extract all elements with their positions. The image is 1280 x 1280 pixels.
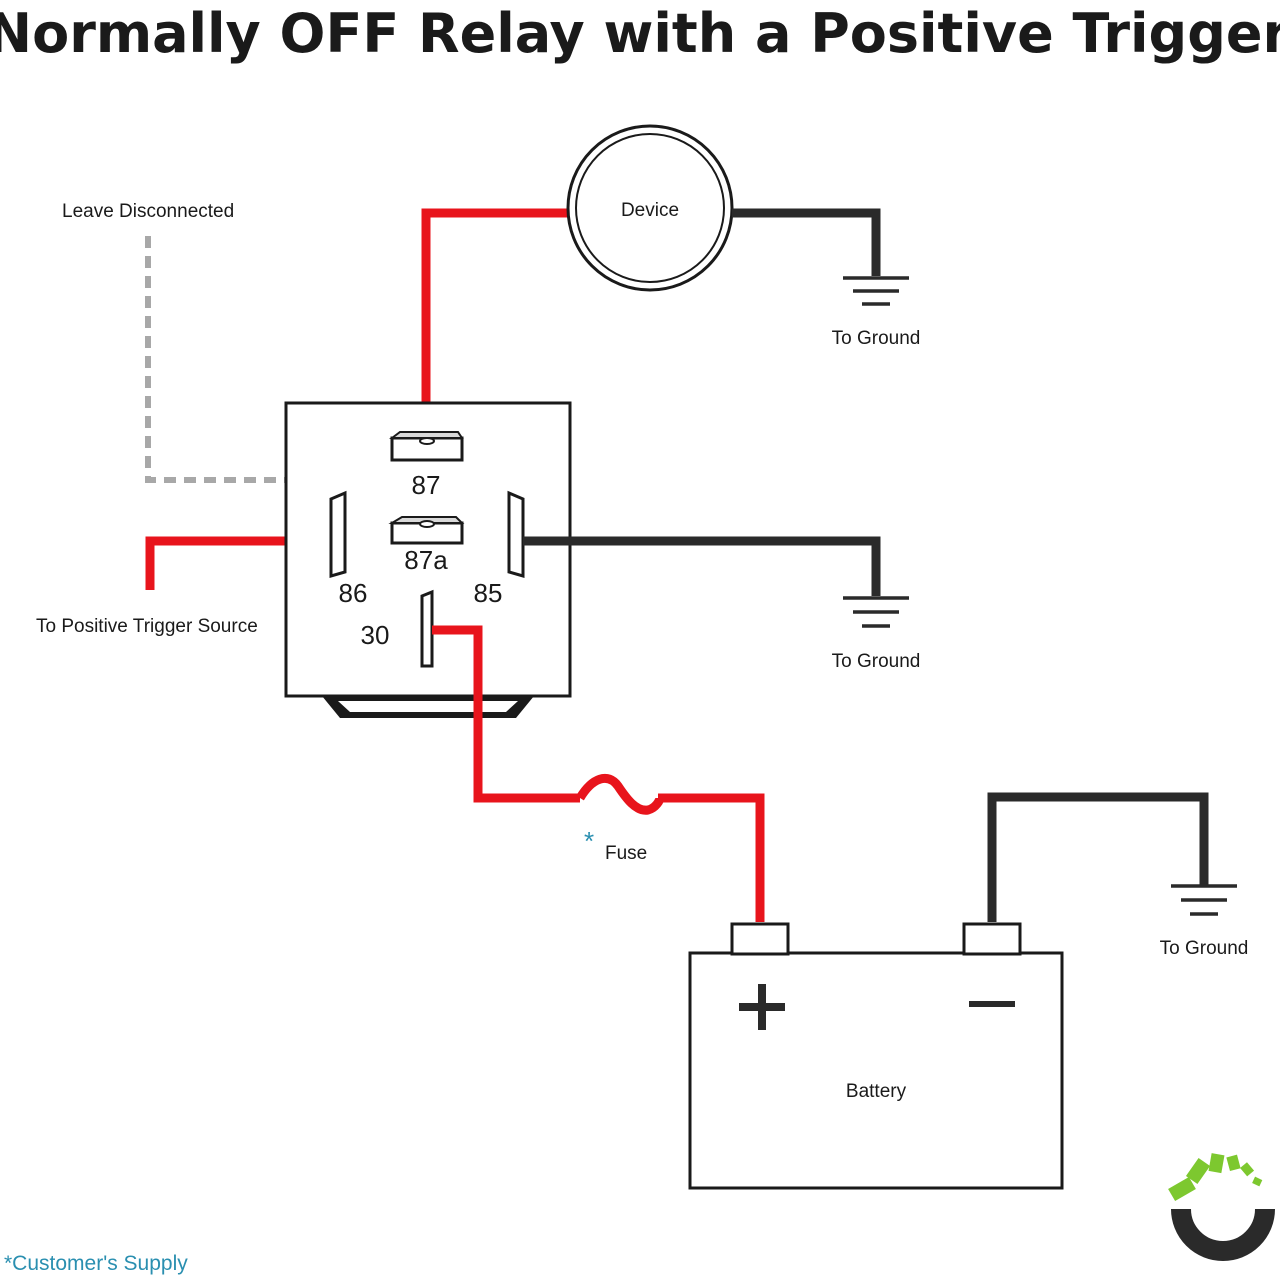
wire-87-to-device (421, 208, 568, 442)
label-ground-relay: To Ground (832, 651, 921, 672)
wire-device-to-ground (732, 208, 881, 276)
label-battery: Battery (846, 1081, 907, 1102)
wire-87a-unused (145, 236, 401, 518)
pin-85-terminal (507, 490, 525, 578)
ground-symbol-icon (1171, 884, 1237, 916)
label-positive-trigger: To Positive Trigger Source (36, 616, 258, 637)
footnote-customer-supply: *Customer's Supply (4, 1252, 188, 1275)
label-ground-device: To Ground (832, 328, 921, 349)
pin-87a-terminal (388, 516, 465, 545)
device-icon (566, 124, 734, 292)
pin-86-terminal (329, 490, 347, 578)
pin-87-terminal (389, 431, 464, 462)
wire-30-to-fuse (432, 625, 580, 803)
label-pin-87: 87 (412, 470, 441, 500)
fuse-asterisk: * (584, 826, 594, 856)
wire-86-trigger (145, 536, 330, 590)
wire-85-to-ground (523, 536, 881, 596)
label-pin-85: 85 (474, 578, 503, 608)
ground-symbol-icon (843, 596, 909, 628)
ground-symbol-icon (843, 276, 909, 306)
label-device: Device (621, 200, 679, 221)
wire-fuse-to-battery (658, 793, 765, 922)
battery-icon (688, 922, 1064, 1190)
label-leave-disconnected: Leave Disconnected (62, 201, 234, 222)
label-ground-battery: To Ground (1160, 938, 1249, 959)
brand-logo-icon (1168, 1153, 1275, 1261)
label-pin-30: 30 (361, 620, 390, 650)
label-pin-87a: 87a (404, 545, 448, 575)
diagram-title: Normally OFF Relay with a Positive Trigg… (0, 2, 1280, 65)
label-pin-86: 86 (339, 578, 368, 608)
wire-battery-to-ground (987, 792, 1209, 922)
fuse-icon (576, 773, 665, 815)
pin-30-terminal (420, 589, 434, 668)
label-fuse: Fuse (605, 843, 647, 864)
